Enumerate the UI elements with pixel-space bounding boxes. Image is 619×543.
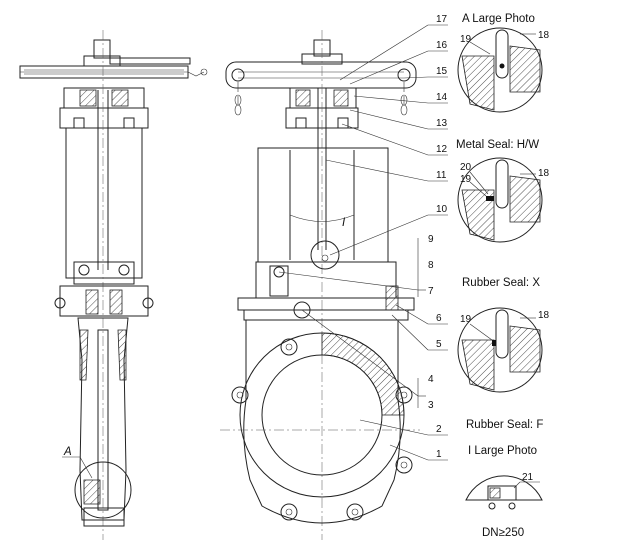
- side-view-label: A: [63, 446, 72, 458]
- part-number: 16: [436, 40, 448, 51]
- part-number: 6: [436, 313, 442, 324]
- detail-label: 18: [538, 168, 550, 179]
- detail-circle-a: [74, 461, 132, 519]
- stem-connector: [310, 240, 340, 270]
- gate-frame: [257, 147, 389, 263]
- gate-plate: [97, 329, 109, 511]
- detail-title: Rubber Seal: F: [466, 419, 543, 431]
- front-view: I: [220, 30, 420, 540]
- part-number: 3: [428, 400, 434, 411]
- detail-caption: DN≥250: [482, 527, 524, 539]
- part-number: 5: [436, 339, 442, 350]
- detail-title: Rubber Seal: X: [462, 277, 540, 289]
- detail-title: Metal Seal: H/W: [456, 139, 539, 151]
- part-number: 9: [428, 234, 434, 245]
- detail-rubber-seal-f: Rubber Seal: F: [466, 419, 543, 431]
- part-callouts: [278, 24, 448, 461]
- detail-label: 19: [460, 34, 472, 45]
- detail-label: 18: [538, 310, 550, 321]
- part-number: 15: [436, 66, 448, 77]
- part-number: 1: [436, 449, 442, 460]
- detail-title: I Large Photo: [468, 445, 537, 457]
- part-number: 12: [436, 144, 448, 155]
- part-number: 13: [436, 118, 448, 129]
- front-view-label: I: [342, 217, 346, 229]
- detail-label: 19: [460, 314, 472, 325]
- detail-metal-seal: Metal Seal: H/W 20 19 18: [456, 139, 550, 243]
- handwheel-bar: [225, 61, 417, 89]
- detail-title: A Large Photo: [462, 13, 535, 25]
- detail-i-large-photo: I Large Photo 21 DN≥250: [465, 445, 543, 539]
- part-number: 17: [436, 14, 448, 25]
- chain-links: [24, 68, 208, 77]
- part-number: 10: [436, 204, 448, 215]
- part-number: 7: [428, 286, 434, 297]
- part-number: 8: [428, 260, 434, 271]
- part-number-labels: 17 16 15 14 13 12 11 10 9 8 7 6 5 4 3 2 …: [428, 14, 448, 460]
- detail-rubber-seal-x: Rubber Seal: X 19 18: [457, 277, 550, 393]
- yoke-frame: [65, 127, 143, 279]
- detail-a-large-photo: A Large Photo 19 18: [457, 13, 550, 113]
- stem-nut: [93, 39, 111, 59]
- detail-label: 18: [538, 30, 550, 41]
- detail-label: 19: [460, 174, 472, 185]
- part-number: 2: [436, 424, 442, 435]
- flange-bolt-holes: [231, 338, 413, 521]
- part-number: 14: [436, 92, 448, 103]
- part-number: 4: [428, 374, 434, 385]
- detail-label: 21: [522, 472, 534, 483]
- detail-label: 20: [460, 162, 472, 173]
- side-view: A: [19, 30, 208, 540]
- part-number: 11: [436, 170, 447, 181]
